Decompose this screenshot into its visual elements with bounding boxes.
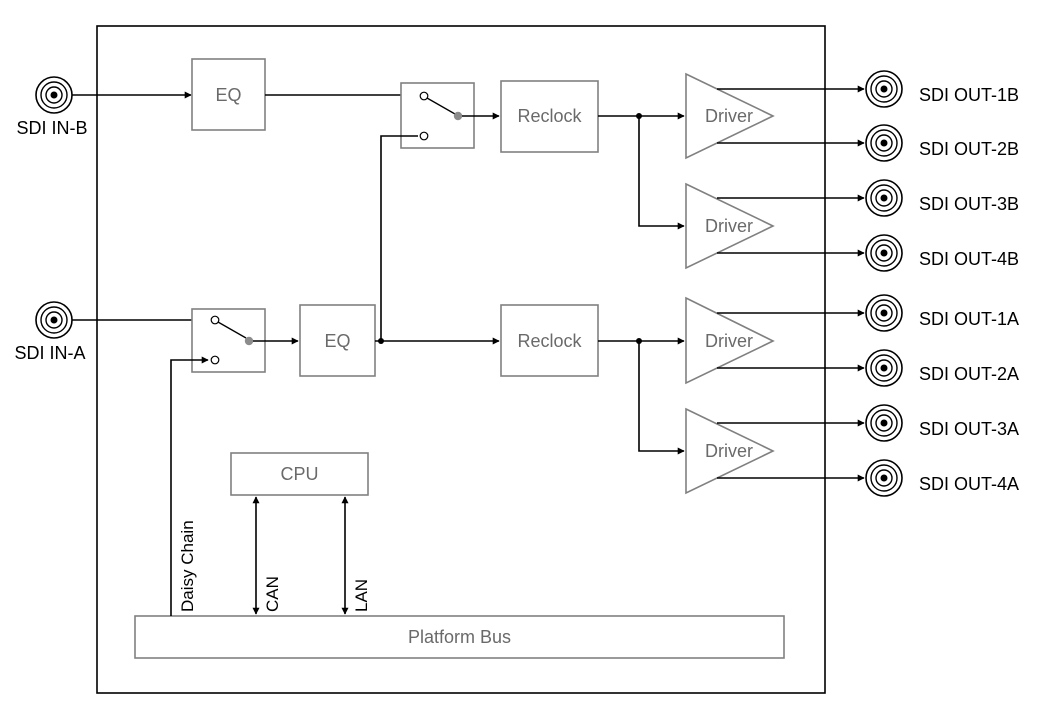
sdi-out-1b-connector-icon	[865, 70, 903, 108]
lan-label: LAN	[352, 579, 371, 612]
reclock-a-label: Reclock	[517, 331, 582, 351]
sdi-in-b-label: SDI IN-B	[16, 118, 87, 138]
platform-bus-block: Platform Bus	[134, 615, 785, 659]
sdi-out-4b-connector-icon	[865, 234, 903, 272]
sdi-out-3b-label: SDI OUT-3B	[919, 194, 1019, 214]
cpu-block: CPU	[230, 452, 369, 496]
sdi-out-4b-label: SDI OUT-4B	[919, 249, 1019, 269]
reclock-a-block: Reclock	[500, 304, 599, 377]
sdi-out-4a-label: SDI OUT-4A	[919, 474, 1019, 494]
sdi-out-2a-label: SDI OUT-2A	[919, 364, 1019, 384]
sdi-out-3b-connector-icon	[865, 179, 903, 217]
driver-1b-block: Driver	[685, 72, 775, 160]
sdi-out-1a-label: SDI OUT-1A	[919, 309, 1019, 329]
driver-2b-label: Driver	[705, 216, 753, 236]
sdi-in-b-connector-icon	[35, 76, 73, 114]
reclock-b-block: Reclock	[500, 80, 599, 153]
eq-b-block: EQ	[191, 58, 266, 131]
wire-eq-a-to-switch-b	[380, 135, 418, 341]
sdi-out-2b-label: SDI OUT-2B	[919, 139, 1019, 159]
eq-b-label: EQ	[215, 85, 241, 105]
reclock-b-label: Reclock	[517, 106, 582, 126]
daisy-chain-label: Daisy Chain	[178, 520, 197, 612]
sdi-in-a-connector-icon	[35, 301, 73, 339]
sdi-out-4a-connector-icon	[865, 459, 903, 497]
sdi-in-a-label: SDI IN-A	[14, 343, 85, 363]
driver-1b-label: Driver	[705, 106, 753, 126]
sdi-out-2b-connector-icon	[865, 124, 903, 162]
sdi-out-3a-connector-icon	[865, 404, 903, 442]
platform-bus-label: Platform Bus	[408, 627, 511, 647]
driver-1a-block: Driver	[685, 296, 775, 385]
driver-2b-block: Driver	[685, 182, 775, 270]
wire-reclock-b-branch	[638, 116, 685, 230]
wire-daisy-chain	[170, 356, 209, 616]
eq-a-block: EQ	[299, 304, 376, 377]
driver-2a-label: Driver	[705, 441, 753, 461]
eq-a-label: EQ	[324, 331, 350, 351]
sdi-out-1a-connector-icon	[865, 294, 903, 332]
cpu-label: CPU	[280, 464, 318, 484]
driver-1a-label: Driver	[705, 331, 753, 351]
sdi-out-2a-connector-icon	[865, 349, 903, 387]
can-label: CAN	[263, 576, 282, 612]
wire-reclock-a-branch	[638, 341, 685, 455]
driver-2a-block: Driver	[685, 407, 775, 495]
sdi-out-3a-label: SDI OUT-3A	[919, 419, 1019, 439]
sdi-out-1b-label: SDI OUT-1B	[919, 85, 1019, 105]
switch-b-block	[400, 82, 475, 149]
